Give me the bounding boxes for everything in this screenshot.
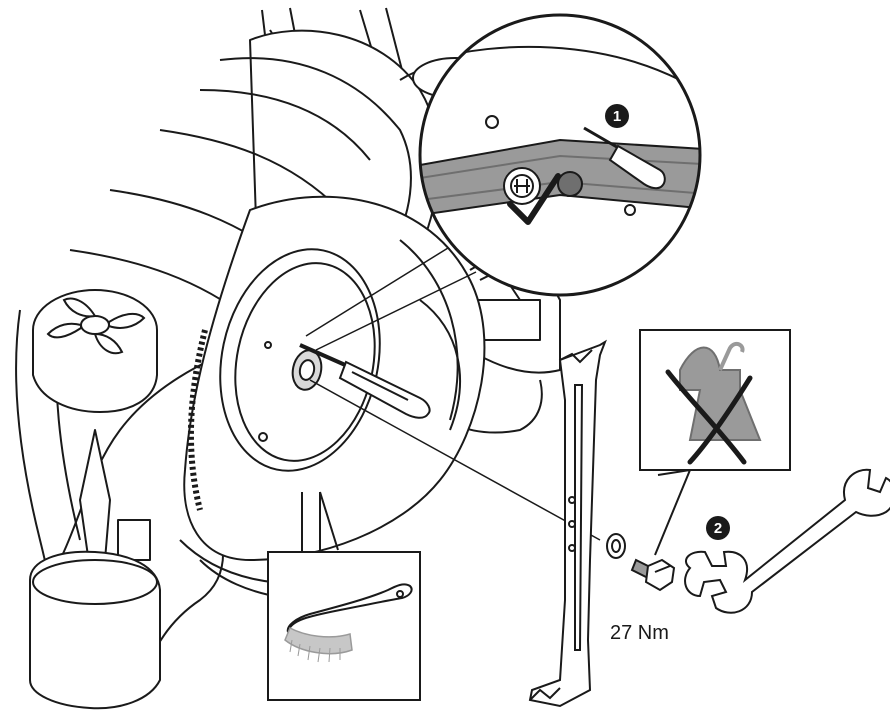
- oil-can-crossed-icon: [665, 341, 762, 465]
- no-lubrication-panel: [639, 329, 791, 556]
- washer: [606, 533, 626, 559]
- svg-text:1: 1: [613, 108, 621, 125]
- cleaning-brush-panel: [267, 491, 421, 701]
- mower-blade: [528, 339, 607, 708]
- wrench-icon: [684, 468, 890, 614]
- callout-connector-lines: [305, 247, 601, 541]
- step-2-badge: 2: [706, 516, 730, 540]
- brush-icon: [284, 583, 413, 663]
- rear-wheel: [32, 289, 158, 414]
- blade-bolt: [630, 558, 676, 592]
- blade-lock-magnifier: [418, 13, 702, 297]
- check-mark-icon: [507, 173, 561, 225]
- svg-text:2: 2: [714, 520, 722, 537]
- screwdriver-in-hub: [299, 343, 431, 419]
- step-1-badge: 1: [605, 104, 629, 128]
- torque-value-label: 27 Nm: [610, 622, 669, 644]
